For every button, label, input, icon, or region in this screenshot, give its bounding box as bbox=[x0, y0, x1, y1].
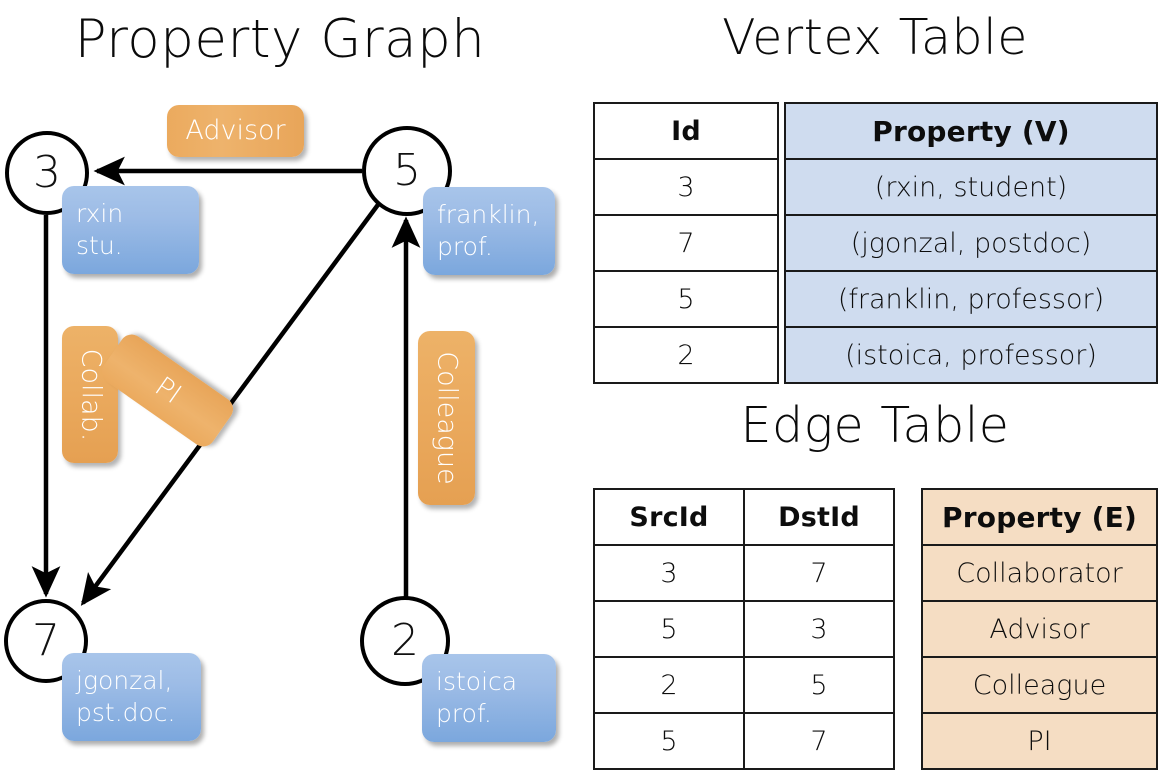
graph-node-7-property-line2: pst.doc. bbox=[76, 698, 176, 727]
page-title-vertex-table: Vertex Table bbox=[722, 9, 1028, 66]
page-title-edge-table: Edge Table bbox=[740, 397, 1010, 454]
table-row[interactable]: Advisor bbox=[921, 600, 1158, 658]
vertex-table-cell-property: (rxin, student) bbox=[784, 158, 1158, 216]
table-header-row: SrcId DstId bbox=[593, 488, 895, 546]
edge-table-property-column: Property (E) Collaborator Advisor Collea… bbox=[921, 488, 1158, 770]
edge-table-cell-srcid: 5 bbox=[593, 600, 745, 658]
table-header-row: Property (V) bbox=[784, 102, 1158, 160]
graph-edge-label-colleague-text: Colleague bbox=[431, 351, 463, 485]
vertex-table-cell-id: 5 bbox=[593, 270, 779, 328]
vertex-table-id-column: Id 3 7 5 2 bbox=[593, 102, 779, 384]
vertex-table-header-property: Property (V) bbox=[784, 102, 1158, 160]
vertex-table-header-id: Id bbox=[593, 102, 779, 160]
table-row[interactable]: (istoica, professor) bbox=[784, 326, 1158, 384]
vertex-table-property-column: Property (V) (rxin, student) (jgonzal, p… bbox=[784, 102, 1158, 384]
edge-table-cell-srcid: 2 bbox=[593, 656, 745, 714]
table-row[interactable]: 3 7 bbox=[593, 544, 895, 602]
graph-edge-label-advisor: Advisor bbox=[167, 105, 304, 157]
graph-edge-label-collab: Collab. bbox=[62, 326, 118, 463]
edge-table-cell-srcid: 5 bbox=[593, 712, 745, 770]
edge-table-cell-dstid: 5 bbox=[743, 656, 895, 714]
table-row[interactable]: (jgonzal, postdoc) bbox=[784, 214, 1158, 272]
graph-node-3-id: 3 bbox=[33, 147, 61, 198]
table-row[interactable]: 5 7 bbox=[593, 712, 895, 770]
edge-table-cell-dstid: 7 bbox=[743, 712, 895, 770]
edge-table-header-dstid: DstId bbox=[743, 488, 895, 546]
table-row[interactable]: 2 bbox=[593, 326, 779, 384]
vertex-table-cell-id: 2 bbox=[593, 326, 779, 384]
vertex-table-cell-id: 7 bbox=[593, 214, 779, 272]
vertex-table-cell-property: (franklin, professor) bbox=[784, 270, 1158, 328]
edge-table-cell-dstid: 7 bbox=[743, 544, 895, 602]
graph-node-7-id: 7 bbox=[32, 615, 60, 666]
graph-edge-label-collab-text: Collab. bbox=[75, 348, 106, 441]
table-row[interactable]: (rxin, student) bbox=[784, 158, 1158, 216]
graph-node-5-property-line2: prof. bbox=[437, 232, 493, 261]
edge-table-cell-property: Advisor bbox=[921, 600, 1158, 658]
table-row[interactable]: Colleague bbox=[921, 656, 1158, 714]
graph-node-3-property-line1: rxin bbox=[76, 199, 124, 228]
table-row[interactable]: 5 bbox=[593, 270, 779, 328]
vertex-table-cell-id: 3 bbox=[593, 158, 779, 216]
edge-table-cell-property: Collaborator bbox=[921, 544, 1158, 602]
graph-node-5-property: franklin, prof. bbox=[423, 187, 555, 275]
graph-node-5[interactable]: 5 bbox=[362, 126, 452, 216]
graph-node-2-property-line2: prof. bbox=[436, 699, 492, 728]
table-row[interactable]: 7 bbox=[593, 214, 779, 272]
graph-node-2[interactable]: 2 bbox=[360, 596, 450, 686]
edge-table-cell-property: Colleague bbox=[921, 656, 1158, 714]
graph-node-3-property: rxin stu. bbox=[62, 186, 199, 274]
graph-edge-label-advisor-text: Advisor bbox=[185, 115, 286, 146]
table-row[interactable]: (franklin, professor) bbox=[784, 270, 1158, 328]
edge-table-cell-srcid: 3 bbox=[593, 544, 745, 602]
graph-node-2-property: istoica prof. bbox=[422, 654, 556, 742]
graph-node-7-property: jgonzal, pst.doc. bbox=[62, 653, 201, 741]
graph-node-5-property-line1: franklin, bbox=[437, 200, 540, 229]
graph-node-5-id: 5 bbox=[393, 145, 421, 196]
table-row[interactable]: Collaborator bbox=[921, 544, 1158, 602]
property-graph-diagram: 3 rxin stu. 5 franklin, prof. 7 jgonzal,… bbox=[0, 0, 585, 760]
graph-node-7-property-line1: jgonzal, bbox=[76, 666, 173, 695]
edge-table-header-srcid: SrcId bbox=[593, 488, 745, 546]
graph-edge-label-colleague: Colleague bbox=[418, 331, 475, 505]
edge-table-id-columns: SrcId DstId 3 7 5 3 2 5 5 7 bbox=[593, 488, 895, 770]
vertex-table-cell-property: (istoica, professor) bbox=[784, 326, 1158, 384]
page-title-property-graph: Property Graph bbox=[74, 9, 486, 70]
table-header-row: Property (E) bbox=[921, 488, 1158, 546]
table-row[interactable]: 5 3 bbox=[593, 600, 895, 658]
graph-edge-label-pi-text: PI bbox=[148, 370, 187, 410]
table-row[interactable]: 2 5 bbox=[593, 656, 895, 714]
graph-node-2-property-line1: istoica bbox=[436, 667, 518, 696]
edge-table-cell-property: PI bbox=[921, 712, 1158, 770]
table-row[interactable]: PI bbox=[921, 712, 1158, 770]
graph-node-3-property-line2: stu. bbox=[76, 231, 123, 260]
table-header-row: Id bbox=[593, 102, 779, 160]
edge-table-header-property: Property (E) bbox=[921, 488, 1158, 546]
edge-table-cell-dstid: 3 bbox=[743, 600, 895, 658]
vertex-table-cell-property: (jgonzal, postdoc) bbox=[784, 214, 1158, 272]
table-row[interactable]: 3 bbox=[593, 158, 779, 216]
graph-node-2-id: 2 bbox=[391, 615, 419, 666]
